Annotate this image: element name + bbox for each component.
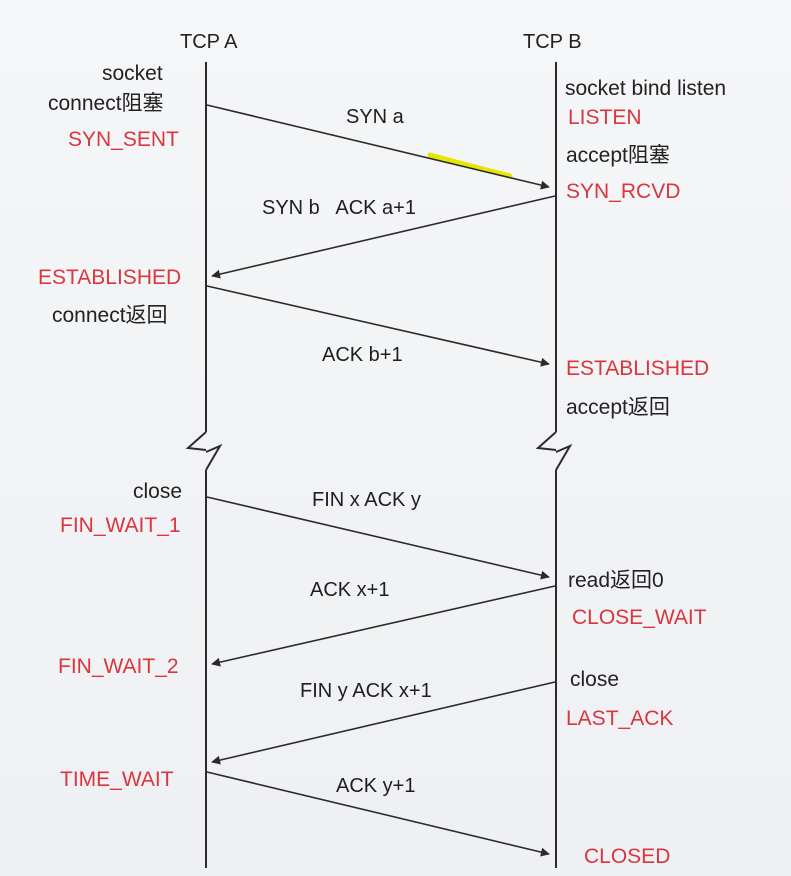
arrow-fin2 (211, 681, 556, 765)
msg-synack: SYN b ACK a+1 (262, 197, 416, 219)
state-time-wait: TIME_WAIT (60, 768, 174, 791)
header-tcp-b: TCP B (523, 31, 582, 53)
msg-ack2: ACK x+1 (310, 579, 390, 601)
arrow-ack2 (211, 585, 556, 667)
label-accept-block: accept阻塞 (566, 144, 670, 167)
state-listen: LISTEN (568, 106, 642, 129)
label-socket: socket (102, 62, 163, 85)
arrow-ack3 (206, 771, 550, 857)
msg-fin2: FIN y ACK x+1 (300, 680, 432, 702)
label-connect-return: connect返回 (52, 304, 168, 327)
label-read-return: read返回0 (568, 569, 664, 592)
highlight-mark (427, 152, 513, 179)
state-closed: CLOSED (584, 845, 671, 868)
arrow-ack1 (206, 285, 550, 367)
label-close-a: close (133, 480, 183, 503)
state-established-a: ESTABLISHED (38, 266, 182, 289)
state-close-wait: CLOSE_WAIT (572, 606, 707, 629)
state-syn-sent: SYN_SENT (68, 128, 179, 151)
state-last-ack: LAST_ACK (566, 707, 674, 730)
arrow-fin1 (206, 496, 550, 580)
timeline-b (535, 62, 573, 868)
label-socket-bind-listen: socket bind listen (565, 77, 727, 100)
state-fin-wait-2: FIN_WAIT_2 (58, 655, 179, 678)
timeline-a (185, 62, 223, 868)
arrow-synack (211, 195, 556, 279)
msg-syn: SYN a (346, 106, 404, 128)
label-connect-block: connect阻塞 (48, 92, 164, 115)
msg-ack1: ACK b+1 (322, 344, 403, 366)
msg-ack3: ACK y+1 (336, 775, 416, 797)
state-fin-wait-1: FIN_WAIT_1 (60, 514, 181, 537)
label-accept-return: accept返回 (566, 396, 670, 419)
arrow-syn (206, 104, 550, 190)
label-close-b: close (570, 668, 620, 691)
state-syn-rcvd: SYN_RCVD (566, 180, 681, 203)
msg-fin1: FIN x ACK y (312, 489, 421, 511)
state-established-b: ESTABLISHED (566, 357, 710, 380)
header-tcp-a: TCP A (180, 31, 238, 53)
